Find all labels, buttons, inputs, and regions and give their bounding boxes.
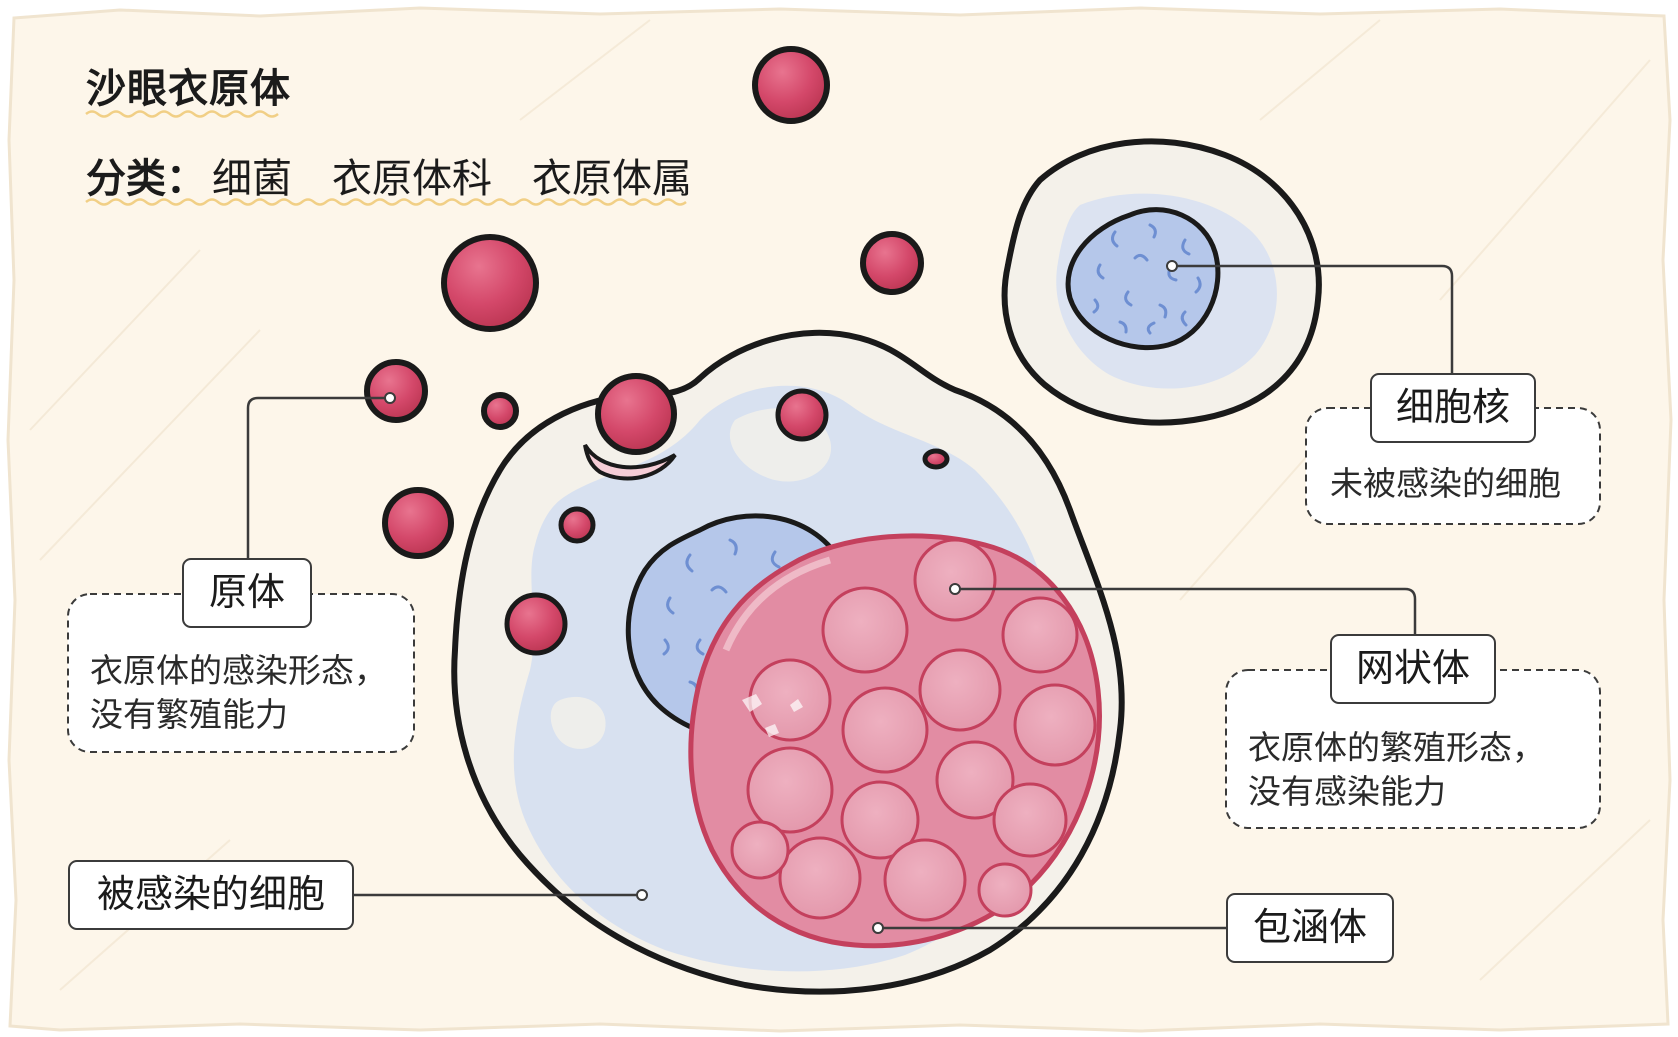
classification-genus: 衣原体属: [532, 156, 692, 202]
classification: 分类：细菌衣原体科衣原体属: [86, 146, 692, 204]
inclusion-body: [688, 533, 1102, 949]
classification-underline: [85, 198, 687, 206]
desc-elementary-body-line1: 衣原体的感染形态，: [90, 651, 387, 690]
entering-elementary-body: [583, 373, 677, 481]
nucleus-uninfected: [1065, 207, 1221, 351]
page-title: 沙眼衣原体: [86, 66, 291, 112]
reticulate-bodies: [730, 538, 1097, 922]
label-reticulate-body: 网状体: [1330, 634, 1496, 704]
free-elementary-bodies: [364, 46, 924, 559]
classification-family: 衣原体科: [332, 156, 492, 202]
desc-reticulate-body-line2: 没有感染能力: [1248, 772, 1446, 811]
label-nucleus: 细胞核: [1370, 373, 1536, 443]
label-elementary-body: 原体: [182, 558, 312, 628]
box-reticulate-body: [1225, 669, 1601, 829]
leader-dots: [384, 260, 1178, 934]
label-infected-cell: 被感染的细胞: [68, 860, 354, 930]
line-nucleus: [1172, 264, 1454, 375]
infected-cell: [451, 329, 1125, 995]
desc-elementary-body-line2: 没有繁殖能力: [90, 695, 288, 734]
classification-kingdom: 细菌: [212, 156, 292, 202]
line-elementary-body: [246, 396, 390, 560]
line-reticulate-body: [955, 587, 1417, 636]
uninfected-cell: [1001, 138, 1322, 426]
label-inclusion-body: 包涵体: [1226, 893, 1394, 963]
desc-nucleus: 未被感染的细胞: [1330, 464, 1561, 503]
classification-label: 分类：: [86, 156, 206, 202]
title-underline: [85, 110, 279, 118]
leader-lines: [246, 264, 1454, 930]
internal-elementary-bodies: [504, 388, 950, 656]
desc-reticulate-body-line1: 衣原体的繁殖形态，: [1248, 728, 1545, 767]
